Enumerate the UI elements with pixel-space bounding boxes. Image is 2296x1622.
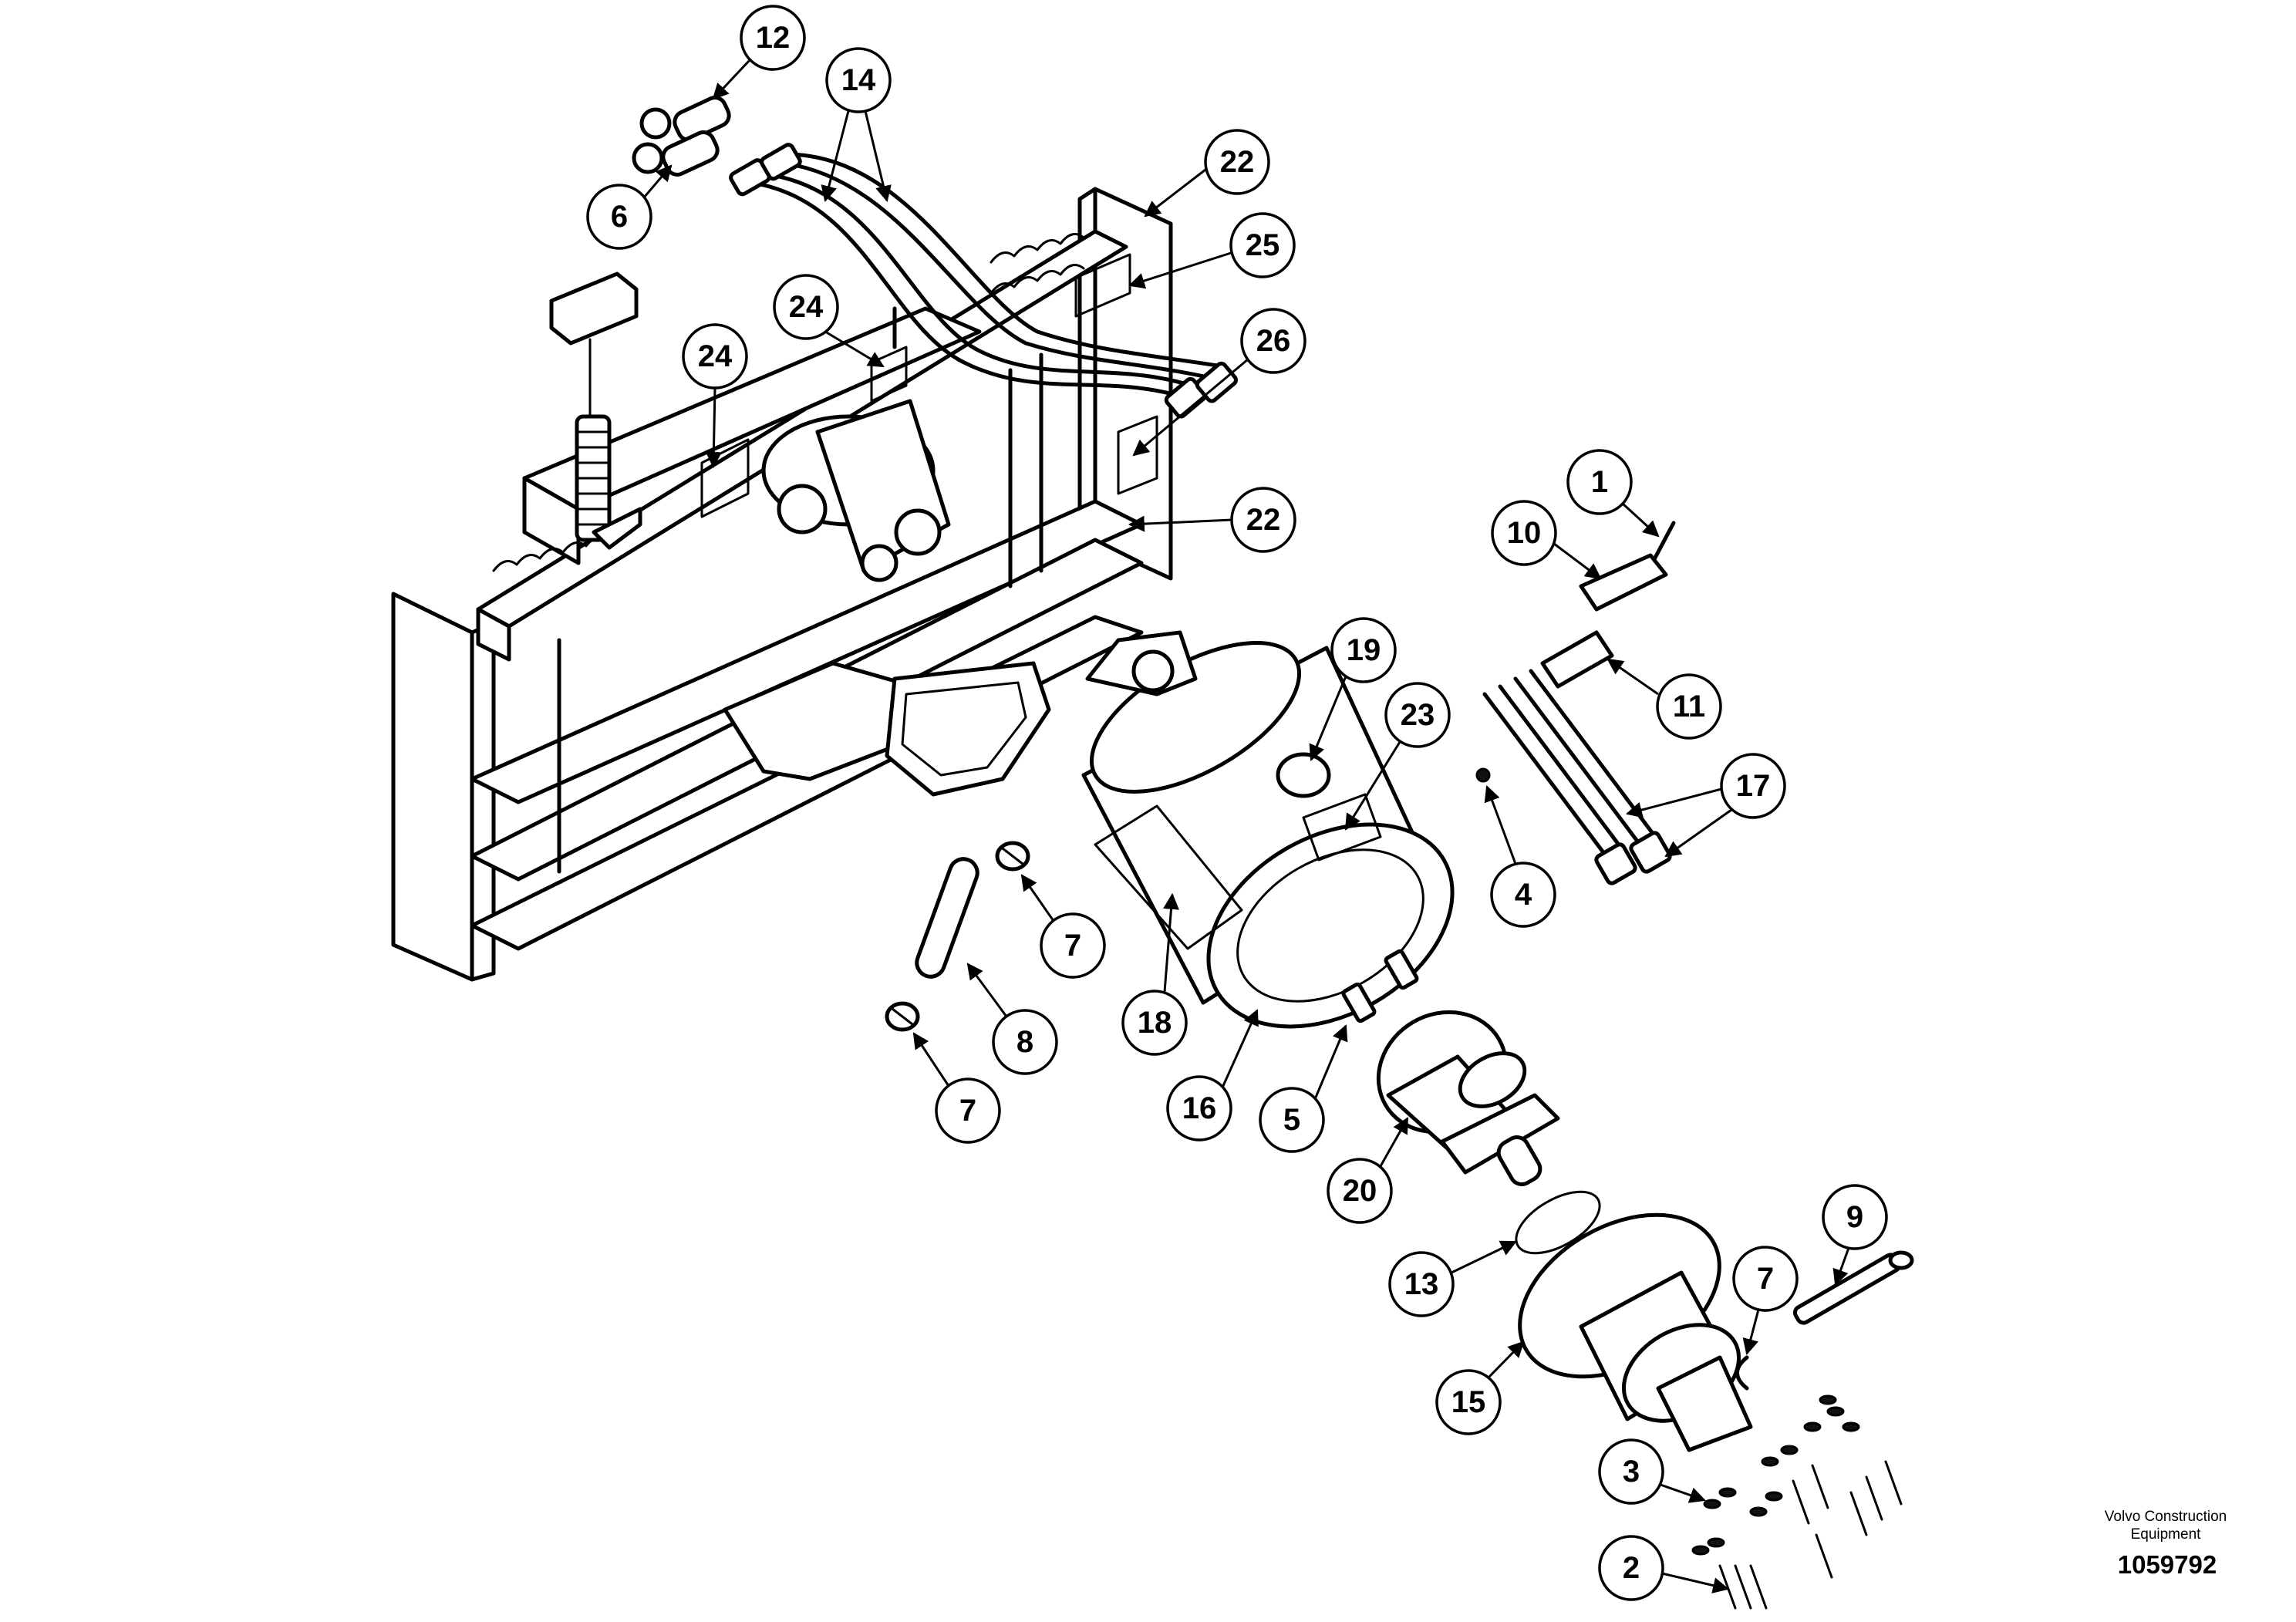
svg-text:8: 8 <box>1017 1025 1033 1059</box>
hydraulic-motor <box>1376 1010 1560 1186</box>
callout-7-left: 7 <box>912 1032 1001 1144</box>
svg-text:7: 7 <box>1757 1262 1774 1296</box>
pin-and-retainers <box>885 841 1030 1032</box>
callout-25: 25 <box>1128 212 1296 289</box>
publisher-credit: Volvo Construction Equipment <box>2096 1508 2235 1543</box>
callout-23: 23 <box>1344 682 1451 831</box>
callout-1: 1 <box>1566 449 1660 538</box>
svg-text:9: 9 <box>1846 1200 1863 1234</box>
callout-2: 2 <box>1598 1535 1730 1601</box>
hydraulic-hoses <box>729 143 1238 419</box>
svg-text:23: 23 <box>1401 698 1435 732</box>
svg-text:18: 18 <box>1138 1006 1172 1040</box>
bolts-5 <box>1341 949 1419 1023</box>
svg-text:25: 25 <box>1246 228 1280 262</box>
svg-text:24: 24 <box>789 290 824 324</box>
svg-text:4: 4 <box>1515 878 1532 912</box>
callout-5: 5 <box>1259 1024 1348 1153</box>
callout-17: 17 <box>1625 753 1786 858</box>
nut-4 <box>1475 767 1491 783</box>
credit-line-2: Equipment <box>2130 1526 2201 1543</box>
svg-text:6: 6 <box>611 200 628 234</box>
quick-couplings <box>632 96 731 177</box>
callout-13: 13 <box>1388 1240 1517 1317</box>
drawing-number: 1059792 <box>2117 1550 2217 1579</box>
svg-text:14: 14 <box>841 63 876 97</box>
svg-text:22: 22 <box>1220 145 1255 179</box>
callout-22-top: 22 <box>1144 129 1270 218</box>
callout-16: 16 <box>1166 1009 1259 1141</box>
credit-line-1: Volvo Construction <box>2104 1509 2227 1525</box>
callout-6: 6 <box>586 164 673 250</box>
svg-text:19: 19 <box>1347 633 1381 667</box>
svg-text:1: 1 <box>1591 465 1608 499</box>
callout-11: 11 <box>1607 658 1722 740</box>
callout-9: 9 <box>1822 1184 1888 1286</box>
callout-14: 14 <box>821 47 892 203</box>
svg-text:7: 7 <box>959 1094 976 1128</box>
svg-text:7: 7 <box>1064 929 1081 963</box>
svg-text:2: 2 <box>1623 1551 1640 1585</box>
hose-clamp <box>1540 521 1676 689</box>
callout-26: 26 <box>1132 308 1306 457</box>
callout-8: 8 <box>966 963 1058 1075</box>
callout-24-left: 24 <box>682 323 748 469</box>
callout-3: 3 <box>1598 1438 1706 1505</box>
gearbox <box>1518 1212 1753 1452</box>
svg-text:13: 13 <box>1404 1267 1439 1301</box>
callouts: 12 14 6 22 25 24 <box>586 5 1888 1601</box>
small-bolts-and-washers <box>1691 1394 1903 1610</box>
callout-19: 19 <box>1309 617 1397 761</box>
callout-22-lower: 22 <box>1128 487 1296 553</box>
svg-text:15: 15 <box>1451 1385 1486 1419</box>
svg-text:24: 24 <box>698 339 733 373</box>
callout-7-right: 7 <box>1732 1246 1799 1356</box>
svg-text:10: 10 <box>1507 516 1542 550</box>
callout-12: 12 <box>712 5 806 100</box>
svg-text:17: 17 <box>1736 769 1771 803</box>
svg-text:12: 12 <box>756 21 791 55</box>
o-ring <box>1515 1190 1601 1255</box>
callout-7-upper: 7 <box>1020 874 1106 979</box>
callout-18: 18 <box>1121 892 1188 1056</box>
svg-text:22: 22 <box>1246 503 1281 537</box>
callout-15: 15 <box>1435 1340 1525 1435</box>
pivot-clevis <box>761 399 951 582</box>
svg-text:16: 16 <box>1182 1091 1217 1125</box>
svg-text:20: 20 <box>1343 1174 1377 1208</box>
callout-4: 4 <box>1484 785 1556 928</box>
svg-text:3: 3 <box>1623 1455 1640 1489</box>
svg-text:26: 26 <box>1256 324 1291 358</box>
mounting-frame <box>391 187 1173 982</box>
callout-10: 10 <box>1491 500 1602 580</box>
svg-text:5: 5 <box>1283 1103 1300 1137</box>
short-hoses <box>1482 669 1672 885</box>
spring-assembly <box>549 271 642 550</box>
callout-24-middle: 24 <box>773 274 885 368</box>
motor-housing <box>1081 630 1455 1029</box>
callout-20: 20 <box>1327 1117 1409 1224</box>
svg-text:11: 11 <box>1673 690 1705 723</box>
